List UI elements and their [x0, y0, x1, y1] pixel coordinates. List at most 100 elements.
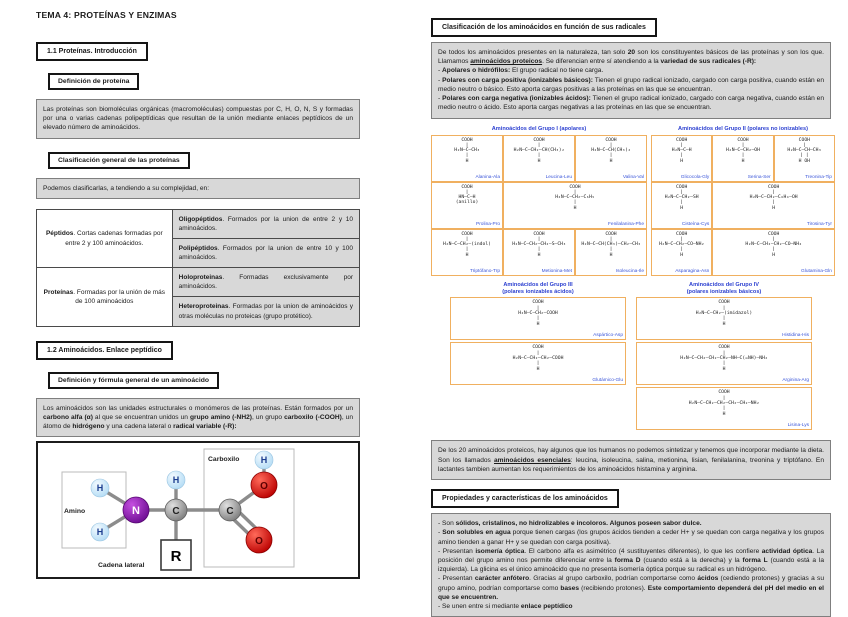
bullet-polares-positiva: - Polares con carga positiva (ionizables…	[438, 76, 824, 93]
aa-card: COOH | H₂N–C–H | H Glicocola-Gly	[651, 134, 713, 182]
aa-structure: COOH | H₂N–C–CH₃ | H	[454, 137, 480, 164]
atom-label: N	[132, 505, 140, 517]
classification-table: Péptidos. Cortas cadenas formadas por en…	[36, 208, 361, 327]
radical-r-box	[160, 539, 192, 572]
aa-structure: COOH | H₂N–C–CH₂–CH(CH₃)₂ | H	[513, 137, 565, 164]
aa-group-2-title: Aminoácidos del Grupo II (polares no ion…	[678, 125, 808, 132]
heading-definicion-proteina: Definición de proteína	[48, 73, 140, 90]
atom-hydrogen	[90, 522, 110, 542]
amino-acid-diagram: H H H H N C C O O R	[36, 441, 360, 580]
atom-label: O	[260, 481, 268, 492]
aa-card: COOH | HN–C–H (anillo) Prolina-Pro	[431, 181, 503, 229]
aa-structure: COOH | H₂N–C–CH₂–CH₂–S–CH₃ | H	[512, 231, 566, 258]
section-heading-1-1: 1.1 Proteínas. Introducción	[36, 42, 148, 61]
bullet-solidos: - Son sólidos, cristalinos, no hidroliza…	[438, 520, 702, 528]
aa-name: Serina-Ser	[747, 174, 771, 180]
aa-name: Glicocola-Gly	[680, 174, 710, 180]
aa-name: Valina-Val	[622, 174, 644, 180]
left-column: TEMA 4: PROTEÍNAS Y ENZIMAS 1.1 Proteína…	[36, 10, 361, 580]
intro-text: De todos los aminoácidos presentes en la…	[438, 49, 825, 66]
aa-card: COOH | H₂N–C–CH₂–CH₂–CH₂–NH–C(=NH)–NH₂ |…	[636, 342, 812, 386]
aa-name: Glutamina-Gln	[801, 268, 832, 274]
paragraph-definicion-aminoacido: Los aminoácidos son las unidades estruct…	[36, 397, 360, 438]
atom-oxygen	[250, 471, 278, 499]
aa-name: Isoleucina-Ile	[615, 268, 644, 274]
aa-card: COOH | H₂N–C–CH₂–OH | H Serina-Ser	[712, 134, 774, 182]
aa-name: Tirosina-Tyr	[806, 221, 832, 227]
aa-name: Arginina-Arg	[782, 378, 809, 384]
atom-label: H	[261, 455, 268, 465]
heading-clasificacion-proteinas: Clasificación general de las proteínas	[48, 151, 190, 169]
atom-hydrogen	[166, 470, 186, 490]
aa-name: Histidina-His	[782, 333, 809, 339]
aa-group-3-title: Aminoácidos del Grupo III(polares ioniza…	[502, 281, 574, 295]
paragraph-aminoacidos-esenciales: De los 20 aminoácidos proteicos, hay alg…	[431, 440, 831, 481]
paragraph-clasificacion-intro: Podemos clasificarlas, a tendiendo a su …	[36, 177, 360, 199]
aa-name: Metionina-Met	[541, 268, 572, 274]
carboxilo-group-frame	[203, 448, 295, 568]
aa-structure: COOH | HN–C–H (anillo)	[455, 184, 479, 206]
atom-label: H	[173, 475, 180, 485]
atom-oxygen	[245, 526, 273, 554]
aa-structure: COOH | H₂N–C–CH(CH₃)₂ | H	[591, 137, 631, 164]
atom-carbon-alpha	[164, 498, 188, 522]
atom-label: R	[171, 548, 182, 565]
atom-label: O	[255, 536, 263, 547]
section-heading-1-2: 1.2 Aminoácidos. Enlace peptídico	[36, 340, 173, 360]
atom-label: H	[97, 483, 104, 493]
aa-group-4: Aminoácidos del Grupo IV(polares ionizab…	[636, 280, 812, 433]
aa-structure: COOH | H₂N–C–CH–CH₃ | | H OH	[787, 137, 822, 164]
aa-group-1-title: Aminoácidos del Grupo I (apolares)	[491, 125, 587, 132]
aa-structure: COOH | H₂N–C–CH₂–SH | H	[664, 184, 699, 211]
type-cell-holoproteinas: Holoproteinas. Formadas exclusivamente p…	[171, 267, 361, 298]
aa-structure: COOH | H₂N–C–CH₂–CO–NH₂ | H	[659, 231, 705, 258]
aa-structure: COOH | H₂N–C–CH₂–CH₂–CH₂–CH₂–NH₂ | H	[688, 390, 760, 417]
aa-structure: COOH | H₂N–C–CH₂–OH | H	[726, 137, 760, 164]
aa-name: Triptófano-Trp	[469, 268, 500, 274]
aa-structure: COOH | H₂N–C–CH₂–C₆H₄–OH | H	[749, 184, 798, 211]
atom-label: C	[226, 506, 233, 517]
aa-name: Glutámico-Glu	[592, 378, 623, 384]
label-carboxilo: Carboxilo	[208, 456, 239, 463]
bullet-anfotero: - Presentan carácter anfótero. Gracias a…	[438, 575, 824, 601]
aa-card: COOH | H₂N–C–CH₂–CH(CH₃)₂ | H Leucina-Leu	[503, 134, 575, 182]
type-cell-oligopeptidos: Oligopéptidos. Formados por la union de …	[171, 208, 361, 240]
paragraph-clasificacion-radicales: De todos los aminoácidos presentes en la…	[431, 42, 831, 119]
table-row: Polipéptidos. Formados por la union de e…	[37, 238, 361, 269]
bullet-polares-negativa: - Polares con carga negativa (ionizables…	[438, 95, 824, 112]
label-amino: Amino	[64, 508, 85, 515]
aa-card: COOH | H₂N–C–CH₃ | H Alanina-Ala	[431, 134, 503, 182]
amino-acid-diagram-svg: H H H H N C C O O R	[61, 448, 295, 572]
aa-name: Prolina-Pro	[476, 221, 500, 227]
atom-label: H	[97, 527, 104, 537]
atom-hydrogen	[90, 478, 110, 498]
aa-name: Aspártico-Asp	[593, 333, 623, 339]
aa-structure: COOH | H₂N–C–CH₂–(imidazol) | H	[695, 300, 753, 327]
aa-name: Alanina-Ala	[475, 174, 500, 180]
heading-clasificacion-radicales: Clasificación de los aminoácidos en func…	[431, 18, 657, 37]
atom-nitrogen	[122, 496, 150, 524]
table-row: Proteínas. Formadas por la unión de más …	[36, 267, 361, 327]
right-column: Clasificación de los aminoácidos en func…	[431, 16, 835, 617]
aa-structure: COOH | H₂N–C–CH₂–CH₂–CH₂–NH–C(=NH)–NH₂ |…	[680, 345, 768, 372]
table-row: Péptidos. Cortas cadenas formadas por en…	[36, 208, 361, 269]
aa-structure: COOH | H₂N–C–H | H	[671, 137, 692, 164]
table-row: Heteroproteinas. Formadas por la union d…	[37, 296, 361, 327]
aa-name: Treonina-Tip	[805, 174, 832, 180]
group-cell-proteinas: Proteínas. Formadas por la unión de más …	[36, 267, 173, 327]
aa-group-2: Aminoácidos del Grupo II (polares no ion…	[651, 124, 835, 276]
aa-card: COOH | H₂N–C–CH₂–(imidazol) | H Histidina…	[636, 297, 812, 341]
aa-group-1: Aminoácidos del Grupo I (apolares) COOH …	[431, 124, 647, 276]
aa-name: Leucina-Leu	[545, 174, 572, 180]
paragraph-definicion-proteina: Las proteínas son biomoléculas orgánicas…	[36, 99, 360, 139]
atom-hydrogen	[254, 450, 274, 470]
aa-structure: COOH | H₂N–C–CH₂–CH₂–CO–NH₂ | H	[745, 231, 802, 258]
bullet-solubles: - Son solubles en agua porque tienen car…	[438, 529, 824, 546]
heading-propiedades: Propiedades y características de los ami…	[431, 489, 619, 509]
group-cell-peptidos: Péptidos. Cortas cadenas formadas por en…	[36, 208, 173, 269]
